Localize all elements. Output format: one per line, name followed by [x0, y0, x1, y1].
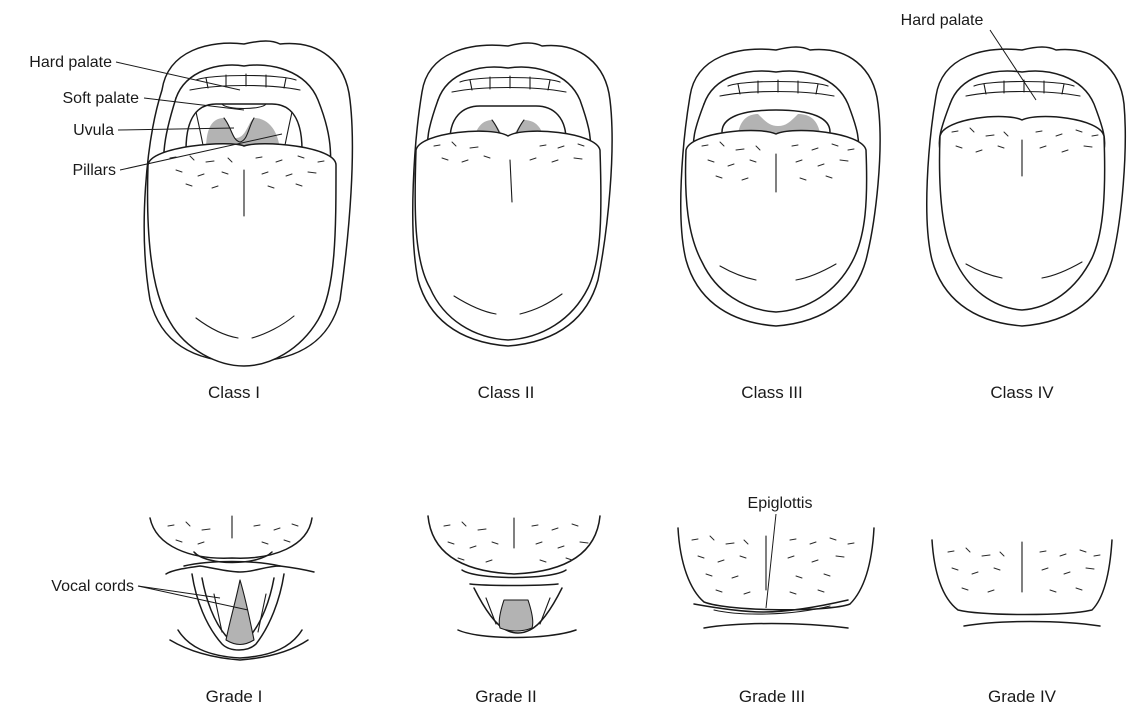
mallampati-class-2-drawing: [413, 43, 612, 346]
mallampati-class-3-drawing: [681, 47, 880, 326]
caption-grade-3: Grade III: [739, 687, 805, 706]
leader-vocal-cords-b: [138, 586, 248, 610]
label-epiglottis: Epiglottis: [748, 495, 813, 512]
caption-class-4: Class IV: [990, 383, 1054, 402]
cormack-grade-2-drawing: [428, 516, 600, 638]
mallampati-class-4-drawing: [927, 47, 1125, 326]
grade-4-tongue-texture: [948, 548, 1100, 592]
caption-grade-1: Grade I: [206, 687, 263, 706]
caption-grade-4: Grade IV: [988, 687, 1057, 706]
grade-2-tongue-texture: [444, 522, 588, 562]
label-hard-palate-right: Hard palate: [901, 12, 984, 29]
label-hard-palate-left: Hard palate: [29, 54, 112, 71]
cormack-grade-1-drawing: [150, 516, 314, 660]
caption-class-2: Class II: [478, 383, 535, 402]
caption-grade-2: Grade II: [475, 687, 536, 706]
label-soft-palate: Soft palate: [63, 90, 140, 107]
cormack-grade-4-drawing: [932, 540, 1112, 626]
grade-1-tongue-texture: [168, 522, 298, 544]
caption-class-1: Class I: [208, 383, 260, 402]
leader-epiglottis: [766, 514, 776, 608]
leader-vocal-cords-a: [138, 586, 220, 598]
mallampati-class-1-drawing: [144, 41, 352, 366]
cormack-grade-3-drawing: [678, 528, 874, 628]
label-uvula: Uvula: [73, 122, 114, 139]
caption-class-3: Class III: [741, 383, 802, 402]
label-pillars: Pillars: [72, 162, 116, 179]
label-vocal-cords: Vocal cords: [51, 578, 134, 595]
leader-hard-palate-right: [990, 30, 1036, 100]
